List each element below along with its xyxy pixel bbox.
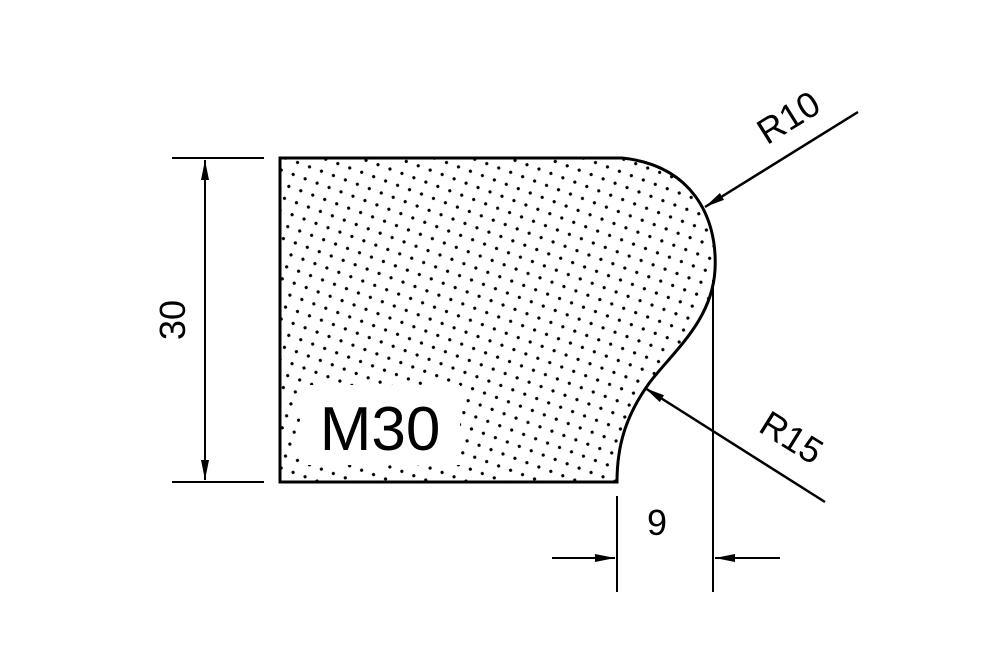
radius-top-text: R10	[750, 83, 828, 153]
offset-dimension-text: 9	[647, 502, 667, 543]
radius-top-leader	[704, 110, 859, 209]
height-dimension-text: 30	[152, 300, 193, 340]
profile-label: M30	[320, 395, 441, 464]
radius-bottom-leader	[644, 386, 826, 504]
radius-bottom-text: R15	[753, 403, 831, 473]
